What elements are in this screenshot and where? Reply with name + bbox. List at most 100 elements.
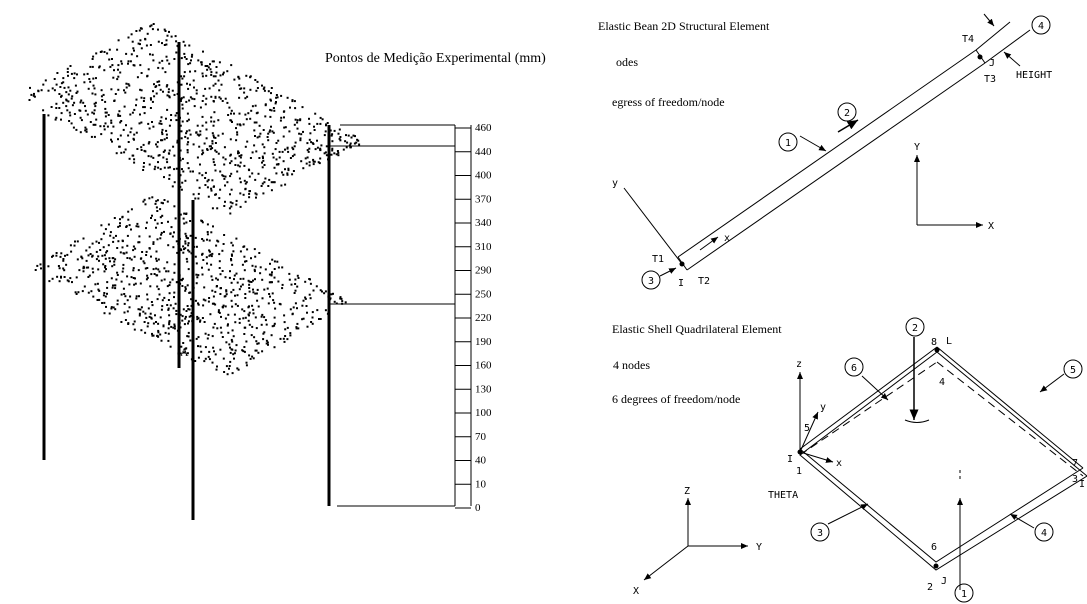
slab-dot [187, 242, 190, 245]
slab-dot [230, 160, 233, 163]
slab-dot [167, 91, 170, 94]
slab-dot [224, 175, 227, 178]
slab-dot [286, 147, 289, 150]
slab-dot [81, 257, 84, 260]
slab-dot [267, 90, 270, 93]
slab-dot [106, 286, 109, 289]
slab-dot [235, 272, 238, 275]
slab-dot [60, 82, 63, 85]
slab-dot [125, 52, 128, 55]
slab-dot [288, 278, 291, 281]
slab-dot [215, 368, 218, 371]
slab-dot [181, 285, 184, 287]
slab-dot [165, 55, 168, 58]
slab-dot [289, 157, 292, 159]
svg-text:3: 3 [648, 276, 654, 287]
slab-dot [221, 336, 224, 338]
slab-dot [184, 286, 187, 289]
slab-dot [243, 346, 246, 348]
slab-dot [263, 152, 266, 155]
slab-dot [152, 156, 155, 159]
slab-dot [169, 281, 172, 284]
slab-dot [278, 302, 281, 305]
slab-dot [308, 147, 311, 150]
slab-dot [188, 308, 191, 311]
slab-dot [117, 68, 119, 71]
slab-dot [157, 268, 160, 271]
slab-dot [167, 307, 170, 310]
slab-dot [261, 155, 264, 158]
slab-dot [233, 274, 236, 277]
slab-dot [355, 141, 358, 144]
slab-dot [289, 308, 292, 311]
slab-dot [299, 139, 302, 142]
slab-dot [144, 203, 147, 206]
slab-dot [311, 316, 314, 319]
node-l-dot [934, 347, 940, 353]
slab-dot [260, 323, 263, 326]
slab-dot [95, 258, 98, 261]
slab-dot [254, 135, 256, 137]
slab-dot [183, 52, 186, 55]
slab-dot [317, 161, 320, 164]
slab-dot [278, 156, 281, 159]
slab-dot [187, 331, 190, 334]
slab-dot [166, 84, 169, 87]
slab-dot [244, 297, 247, 299]
slab-dot [314, 148, 317, 151]
slab-dot [65, 105, 68, 108]
slab-dot [275, 142, 278, 144]
slab-dot [306, 142, 309, 145]
slab-dot [308, 293, 311, 296]
slab-dot [89, 80, 92, 83]
slab-dot [125, 86, 128, 89]
slab-dot [68, 120, 71, 122]
slab-dot [235, 139, 238, 142]
slab-dot [167, 220, 169, 223]
slab-dot [183, 212, 186, 215]
shell-y-label: y [820, 402, 826, 413]
slab-dot [180, 137, 183, 140]
slab-dot [319, 116, 322, 119]
slab-dot [337, 154, 340, 157]
slab-dot [245, 260, 248, 263]
slab-dot [226, 101, 229, 104]
slab-dot [211, 361, 214, 364]
slab-dot [207, 195, 210, 198]
scale-tick-label: 250 [475, 288, 492, 300]
slab-dot [199, 130, 202, 133]
slab-dot [276, 96, 279, 99]
slab-dot [180, 130, 183, 133]
slab-dot [138, 122, 141, 125]
slab-dot [64, 254, 66, 257]
slab-dot [151, 28, 154, 31]
svg-text:3: 3 [817, 528, 823, 539]
slab-dot [186, 305, 189, 307]
slab-dot [166, 108, 169, 111]
slab-dot [191, 53, 194, 56]
slab-dot [354, 135, 356, 138]
slab-dot [179, 159, 182, 162]
slab-dot [258, 135, 261, 138]
slab-dot [119, 114, 122, 117]
slab-dot [173, 181, 176, 184]
slab-dot [231, 372, 234, 375]
slab-dot [65, 263, 68, 266]
slab-dot [66, 109, 69, 112]
slab-dot [273, 268, 276, 270]
slab-dot [166, 34, 169, 37]
slab-dot [243, 91, 246, 94]
slab-dot [167, 270, 170, 273]
shell-node-number: 5 [804, 423, 810, 434]
slab-dot [194, 255, 197, 258]
slab-dot [199, 345, 202, 348]
slab-dot [194, 70, 197, 73]
slab-dot [234, 164, 237, 166]
slab-dot [179, 124, 182, 127]
slab-dot [80, 99, 83, 102]
slab-dot [248, 190, 251, 193]
slab-dot [212, 134, 215, 137]
slab-dot [289, 334, 292, 337]
slab-dot [204, 299, 207, 302]
slab-dot [67, 74, 69, 77]
